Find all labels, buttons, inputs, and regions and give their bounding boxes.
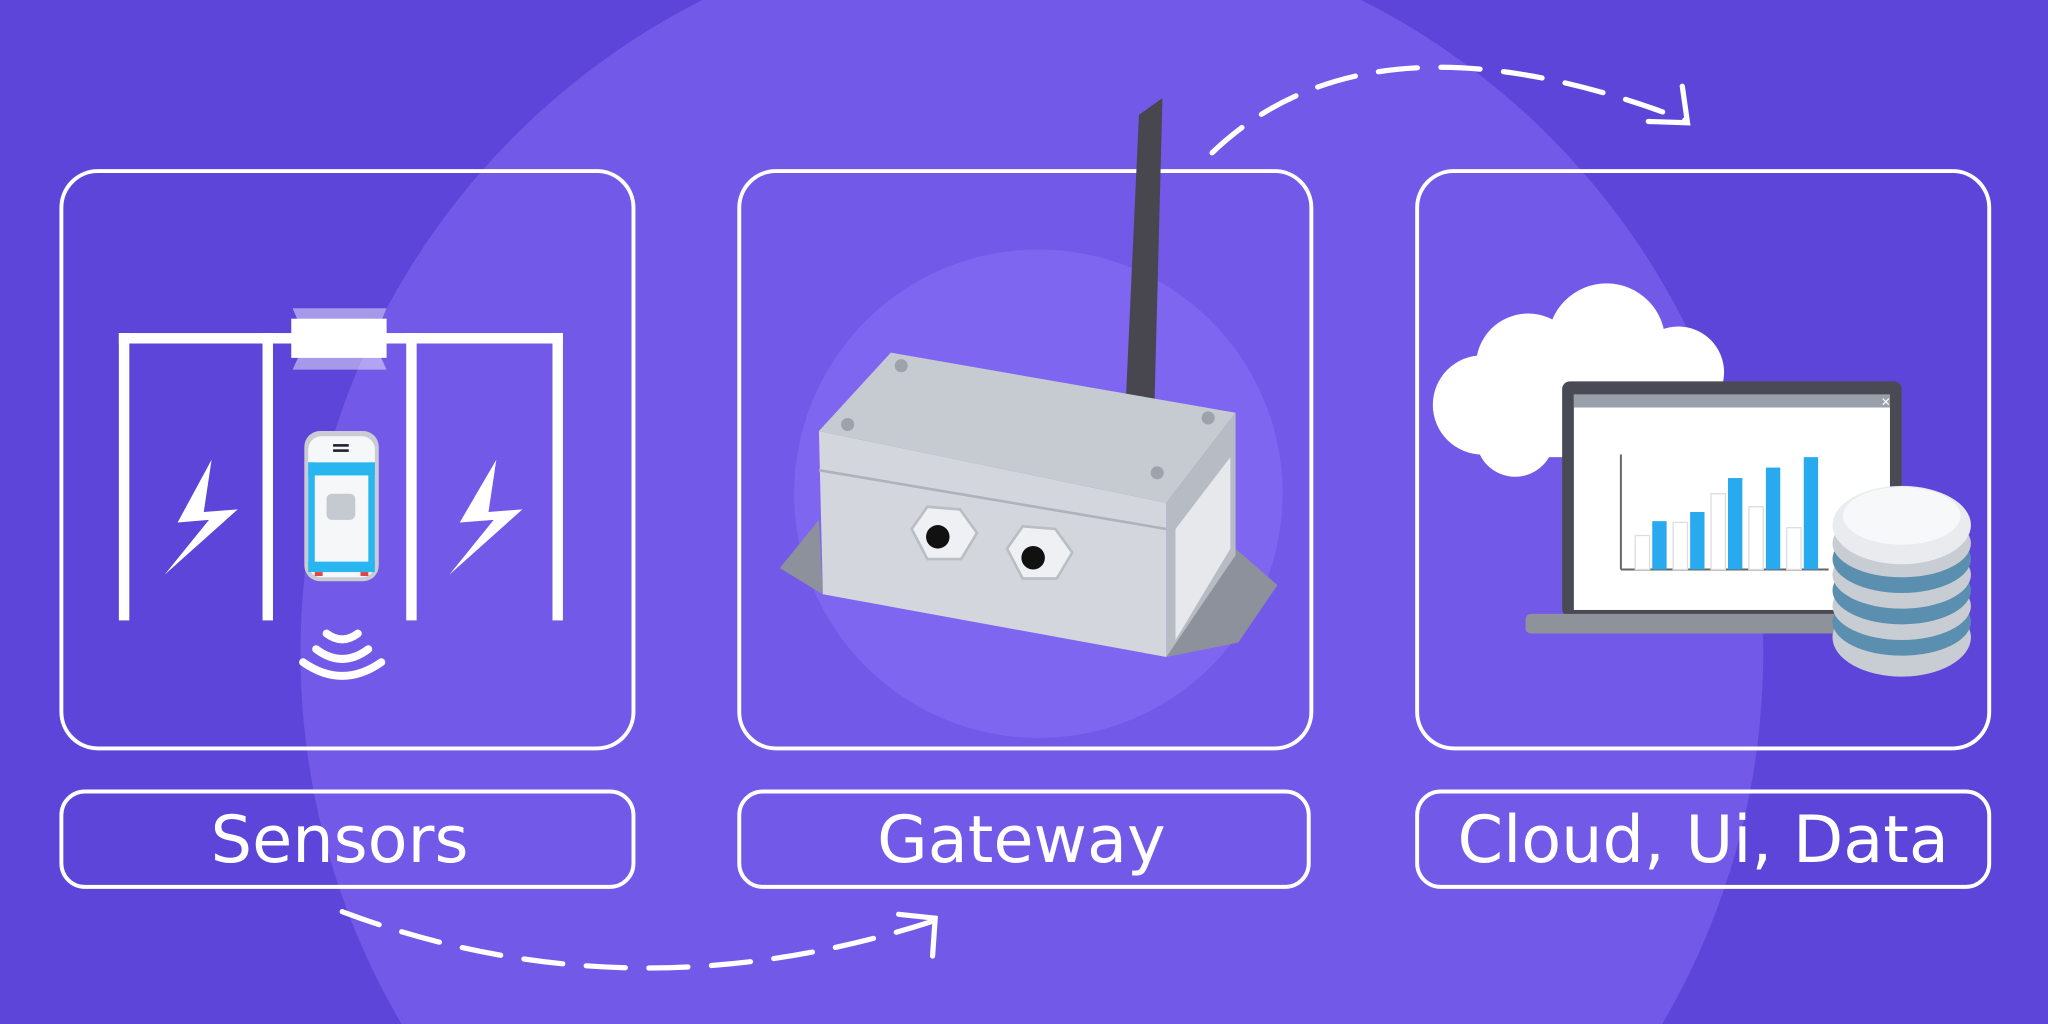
gateway-panel [737,169,1314,751]
sensors-label-box: Sensors [59,789,636,889]
wireless-signal-icon [299,629,386,680]
sensors-panel [59,169,636,751]
cloud-panel [1415,169,1992,751]
cloud-label-box: Cloud, Ui, Data [1415,789,1992,889]
lightning-icon [449,459,523,575]
car-icon [304,431,379,582]
sensors-label: Sensors [211,802,469,878]
gateway-box-icon [779,97,1283,738]
bar-graphic [1634,457,1819,571]
cloud-laptop-database-icon: ✕ [1432,283,1971,677]
flow-arrow-sensors-gateway [339,909,938,971]
lightning-icon [164,459,238,575]
gateway-label-box: Gateway [737,789,1311,889]
parking-sensor-icon [118,308,563,680]
gateway-label: Gateway [877,802,1165,878]
antenna-icon [1125,97,1163,400]
svg-text:✕: ✕ [1881,395,1891,409]
flow-arrow-gateway-cloud [1209,64,1691,156]
database-icon [1832,485,1971,677]
cloud-label: Cloud, Ui, Data [1457,802,1948,878]
